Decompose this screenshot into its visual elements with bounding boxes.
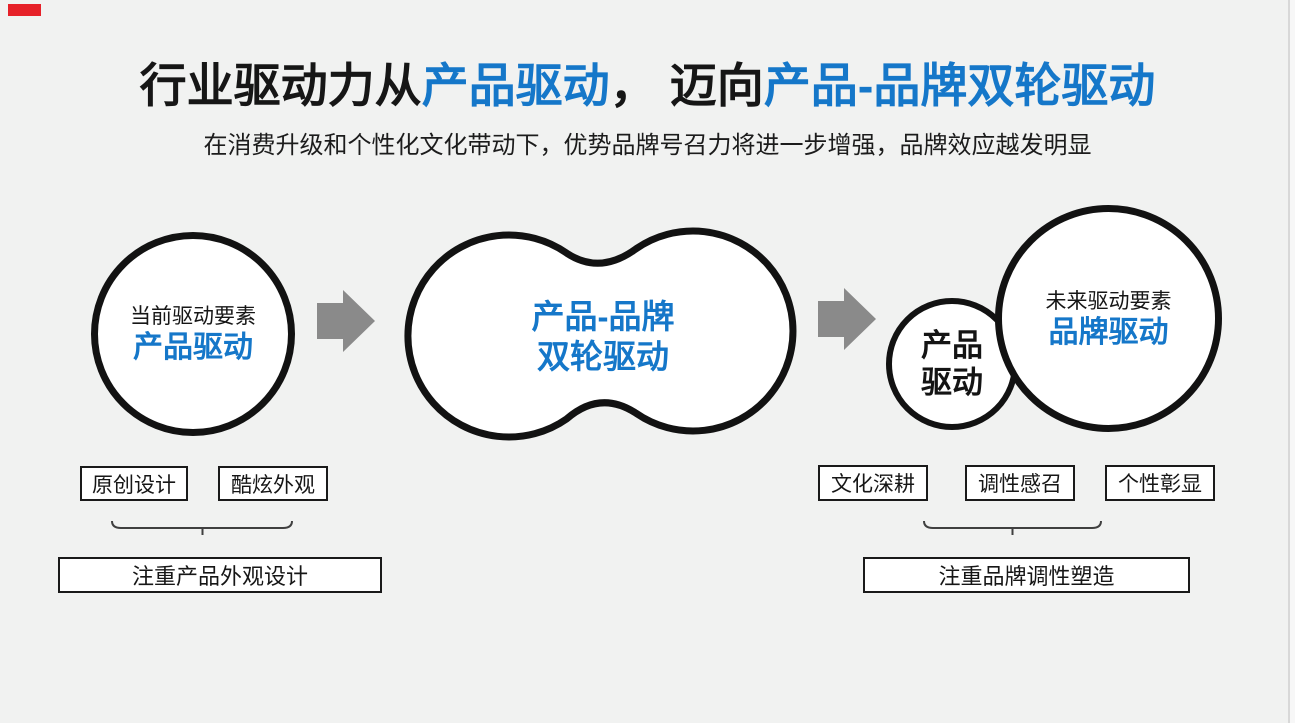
title-part-black-2: ， 迈向	[609, 59, 764, 112]
current-driver-value: 产品驱动	[133, 331, 253, 364]
future-driver-label: 未来驱动要素	[1045, 289, 1172, 313]
future-driver-circle: 未来驱动要素 品牌驱动	[995, 205, 1222, 432]
right-edge-line	[1288, 0, 1290, 723]
dual-wheel-line1: 产品-品牌	[531, 298, 675, 335]
product-small-line1: 产品	[921, 328, 983, 363]
red-corner-mark	[8, 4, 41, 16]
product-small-line2: 驱动	[921, 365, 983, 400]
current-driver-circle: 当前驱动要素 产品驱动	[91, 232, 295, 436]
product-driver-small-circle: 产品 驱动	[886, 298, 1018, 430]
title-part-black-1: 行业驱动力从	[139, 59, 422, 112]
right-edge-strip	[1290, 0, 1295, 723]
tag-cool-appearance: 酷炫外观	[218, 466, 328, 501]
underbrace-right	[923, 520, 1102, 535]
future-driver-value: 品牌驱动	[1048, 315, 1169, 349]
tag-tonal-appeal: 调性感召	[965, 465, 1075, 501]
tag-original-design: 原创设计	[80, 466, 188, 501]
page-subtitle: 在消费升级和个性化文化带动下，优势品牌号召力将进一步增强，品牌效应越发明显	[203, 132, 1092, 159]
arrow-right-icon	[317, 290, 375, 352]
page-title: 行业驱动力从产品驱动， 迈向产品-品牌双轮驱动	[0, 55, 1295, 117]
dual-wheel-line2: 双轮驱动	[537, 338, 669, 375]
dual-wheel-shape	[404, 227, 797, 441]
tag-culture-cultivation: 文化深耕	[818, 465, 928, 501]
summary-brand-tonality: 注重品牌调性塑造	[863, 557, 1190, 593]
summary-product-appearance: 注重产品外观设计	[58, 557, 382, 593]
title-part-blue-2: 产品-品牌双轮驱动	[763, 59, 1156, 112]
arrow-right-icon	[818, 288, 876, 350]
dual-wheel-text: 产品-品牌 双轮驱动	[450, 297, 756, 377]
tag-individuality: 个性彰显	[1105, 465, 1215, 501]
title-part-blue-1: 产品驱动	[421, 59, 610, 112]
underbrace-left	[111, 520, 293, 535]
current-driver-label: 当前驱动要素	[130, 305, 256, 328]
